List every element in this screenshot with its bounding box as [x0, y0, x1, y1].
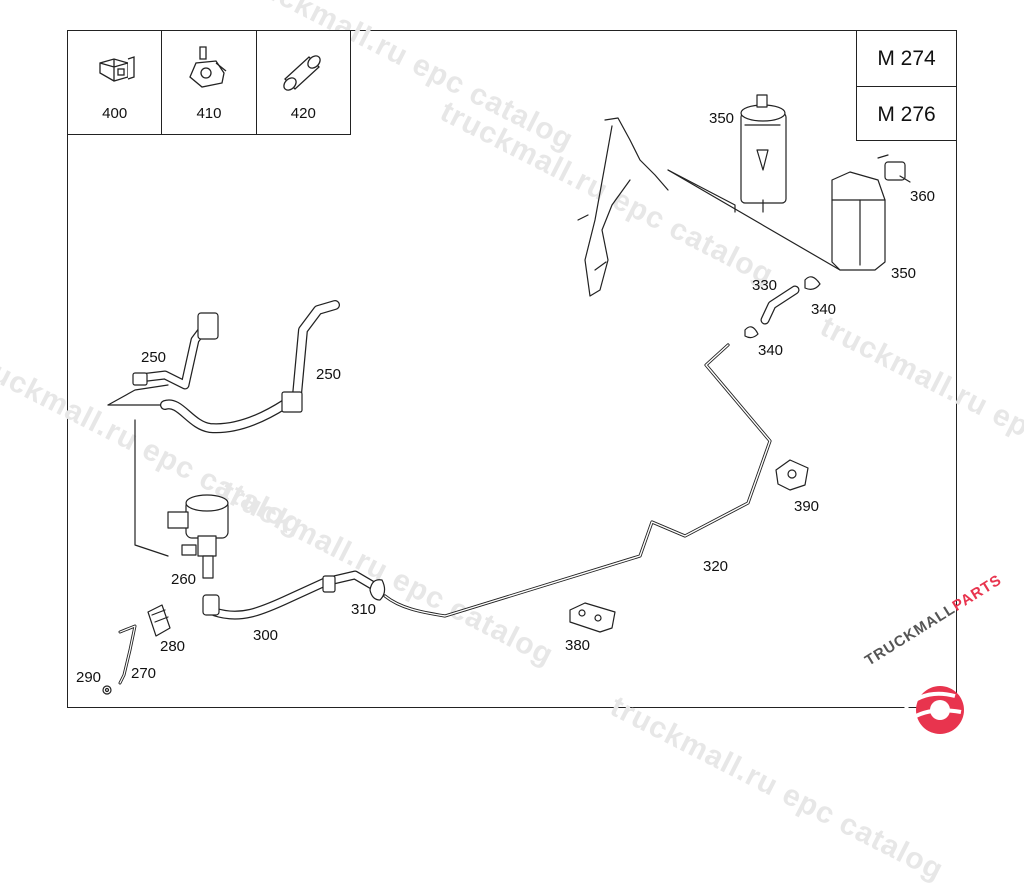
thumbnail-part-410[interactable]: 410	[162, 31, 257, 134]
callout-380[interactable]: 380	[565, 637, 591, 654]
callout-360[interactable]: 360	[910, 188, 936, 205]
clip-icon	[99, 56, 135, 82]
callout-350[interactable]: 350	[709, 110, 735, 127]
thumbnail-part-420[interactable]: 420	[257, 31, 350, 134]
callout-250[interactable]: 250	[316, 366, 342, 383]
callout-320[interactable]: 320	[703, 558, 729, 575]
callout-270[interactable]: 270	[131, 665, 157, 682]
callout-280[interactable]: 280	[160, 638, 186, 655]
diagram-frame	[67, 30, 957, 708]
callout-260[interactable]: 260	[171, 571, 197, 588]
engine-model-box: M 274 M 276	[856, 30, 957, 141]
parts-diagram	[102, 94, 911, 695]
callout-350[interactable]: 350	[891, 265, 917, 282]
thumbnail-number: 400	[102, 105, 128, 122]
callout-390[interactable]: 390	[794, 498, 820, 515]
callout-290[interactable]: 290	[76, 669, 102, 686]
callout-340[interactable]: 340	[811, 301, 837, 318]
parts-thumbnail-strip: 400 410 420	[67, 30, 351, 135]
hose-sleeve-icon	[282, 55, 321, 91]
connector-icon	[189, 46, 227, 88]
thumbnail-part-400[interactable]: 400	[68, 31, 163, 134]
callout-310[interactable]: 310	[351, 601, 377, 618]
callout-300[interactable]: 300	[253, 627, 279, 644]
callout-250[interactable]: 250	[141, 349, 167, 366]
model-m276[interactable]: M 276	[877, 102, 936, 126]
brand-gear-icon	[903, 686, 964, 734]
model-m274[interactable]: M 274	[857, 31, 956, 87]
thumbnail-number: 420	[290, 105, 316, 122]
callout-340[interactable]: 340	[758, 342, 784, 359]
thumbnail-number: 410	[196, 105, 222, 122]
callout-330[interactable]: 330	[752, 277, 778, 294]
